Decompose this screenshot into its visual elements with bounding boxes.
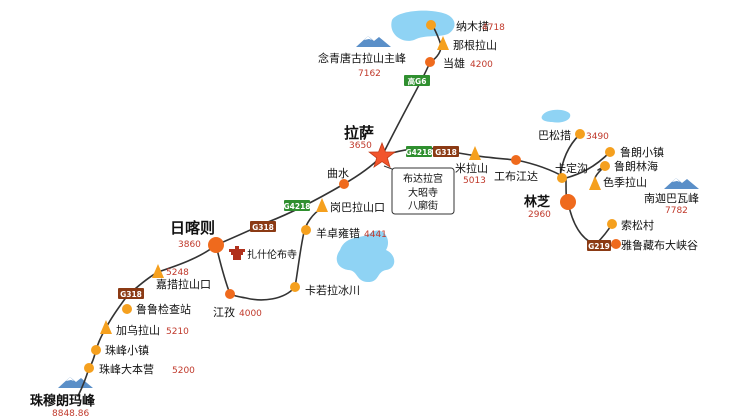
kadinggou-stop[interactable] xyxy=(557,173,567,183)
suosong-label: 索松村 xyxy=(621,218,654,232)
sejila-label: 色季拉山 xyxy=(603,175,647,189)
jiawula-label: 加乌拉山 xyxy=(116,323,160,337)
lhasa-sight-barkhor: 八廓街 xyxy=(408,199,438,212)
everest-elev: 8848.86 xyxy=(52,409,89,419)
yamdrok-stop[interactable] xyxy=(301,225,311,235)
jiacuola-pass-icon xyxy=(152,264,164,278)
lulu-label: 鲁鲁检查站 xyxy=(136,302,191,316)
basongcuo-stop[interactable] xyxy=(575,129,585,139)
jiacuola-elev: 5248 xyxy=(166,268,189,278)
badge-g219: G219 xyxy=(587,240,611,251)
nagenla-label: 那根拉山 xyxy=(453,38,497,52)
badge-g42-west: G4218 xyxy=(283,200,311,211)
zhufeng-town-stop[interactable] xyxy=(91,345,101,355)
namtso-elev: 4718 xyxy=(482,23,505,33)
lhasa-elev: 3650 xyxy=(349,141,372,151)
karola-label: 卡若拉冰川 xyxy=(305,283,360,297)
damxung-label: 当雄 xyxy=(443,56,465,70)
everest-label: 珠穆朗玛峰 xyxy=(30,393,96,409)
svg-text:G219: G219 xyxy=(588,242,610,251)
gambala-pass-icon xyxy=(316,198,328,212)
svg-text:高G6: 高G6 xyxy=(408,76,427,86)
route-namtso-lhasa xyxy=(381,23,442,157)
badge-g318-south: G318 xyxy=(118,288,144,299)
namtso-label: 纳木措 xyxy=(456,19,489,33)
milashan-elev: 5013 xyxy=(463,176,486,186)
lhasa-sights-callout: 布达拉宫 大昭寺 八廓街 xyxy=(383,165,455,215)
lulang-forest-label: 鲁朗林海 xyxy=(614,159,658,173)
base-camp-elev: 5200 xyxy=(172,366,195,376)
gyantse-label: 江孜 xyxy=(213,305,235,319)
yarlung-label: 雅鲁藏布大峡谷 xyxy=(621,238,698,252)
namchabarwa-peak-icon xyxy=(664,178,699,189)
namtso-lake-icon xyxy=(391,10,455,41)
lhasa-star-icon[interactable] xyxy=(368,141,396,168)
yarlung-stop[interactable] xyxy=(611,239,621,249)
lhasa-label: 拉萨 xyxy=(344,124,374,142)
svg-text:G318: G318 xyxy=(120,290,142,299)
namtso-stop[interactable] xyxy=(426,20,436,30)
qushui-label: 曲水 xyxy=(327,167,349,180)
base-camp-stop[interactable] xyxy=(84,363,94,373)
milashan-label: 米拉山 xyxy=(455,161,488,175)
lulang-town-stop[interactable] xyxy=(605,147,615,157)
shigatse-elev: 3860 xyxy=(178,240,201,250)
nyainqentanglha-label: 念青唐古拉山主峰 xyxy=(318,51,406,65)
sejila-pass-icon xyxy=(589,176,601,190)
nyingchi-city[interactable] xyxy=(560,194,576,210)
nyingchi-elev: 2960 xyxy=(528,210,551,220)
badge-g6: 高G6 xyxy=(404,75,430,86)
jiacuola-label: 嘉措拉山口 xyxy=(156,277,211,291)
svg-text:G4218: G4218 xyxy=(405,148,432,157)
basongcuo-lake-icon xyxy=(541,109,571,123)
basongcuo-label: 巴松措 xyxy=(538,128,571,142)
tashilhunpo-temple-icon xyxy=(229,246,245,260)
svg-text:G4218: G4218 xyxy=(283,202,310,211)
lulu-stop[interactable] xyxy=(122,304,132,314)
karola-stop[interactable] xyxy=(290,282,300,292)
nagenla-pass-icon xyxy=(437,36,449,50)
gongbujiangda-label: 工布江达 xyxy=(494,170,538,183)
svg-text:G318: G318 xyxy=(252,223,274,232)
gambala-label: 岗巴拉山口 xyxy=(330,200,385,214)
gyantse-elev: 4000 xyxy=(239,309,262,319)
lhasa-sight-potala: 布达拉宫 xyxy=(403,172,443,185)
qushui-stop[interactable] xyxy=(339,179,349,189)
badge-g318-lhasa: G318 xyxy=(433,146,459,157)
jiawula-elev: 5210 xyxy=(166,327,189,337)
shigatse-label: 日喀则 xyxy=(170,219,215,237)
jiawula-pass-icon xyxy=(100,320,112,334)
lhasa-sight-jokhang: 大昭寺 xyxy=(408,186,438,199)
gongbujiangda-stop[interactable] xyxy=(511,155,521,165)
yamdrok-lake-icon xyxy=(336,230,395,282)
svg-text:G318: G318 xyxy=(435,148,457,157)
nyainqentanglha-elev: 7162 xyxy=(358,69,381,79)
zhufeng-town-label: 珠峰小镇 xyxy=(105,343,149,357)
tashilhunpo-label: 扎什伦布寺 xyxy=(247,248,297,261)
damxung-elev: 4200 xyxy=(470,60,493,70)
nyainqentanglha-peak-icon xyxy=(356,36,391,47)
yamdrok-label: 羊卓雍错 xyxy=(316,226,360,240)
suosong-stop[interactable] xyxy=(607,219,617,229)
milashan-pass-icon xyxy=(469,146,481,160)
namchabarwa-label: 南迦巴瓦峰 xyxy=(644,192,699,205)
lulang-town-label: 鲁朗小镇 xyxy=(620,145,664,159)
gyantse-stop[interactable] xyxy=(225,289,235,299)
damxung-stop[interactable] xyxy=(425,57,435,67)
basongcuo-elev: 3490 xyxy=(586,132,609,142)
everest-peak-icon xyxy=(58,377,93,388)
yamdrok-elev: 4441 xyxy=(364,230,387,240)
base-camp-label: 珠峰大本营 xyxy=(99,362,154,376)
nyingchi-label: 林芝 xyxy=(524,194,550,210)
shigatse-city[interactable] xyxy=(208,237,224,253)
badge-g318-shigatse: G318 xyxy=(250,221,276,232)
kadinggou-label: 卡定沟 xyxy=(555,161,588,175)
lulang-forest-stop[interactable] xyxy=(600,161,610,171)
namchabarwa-elev: 7782 xyxy=(665,206,688,216)
badge-g42-lhasa: G4218 xyxy=(405,146,433,157)
